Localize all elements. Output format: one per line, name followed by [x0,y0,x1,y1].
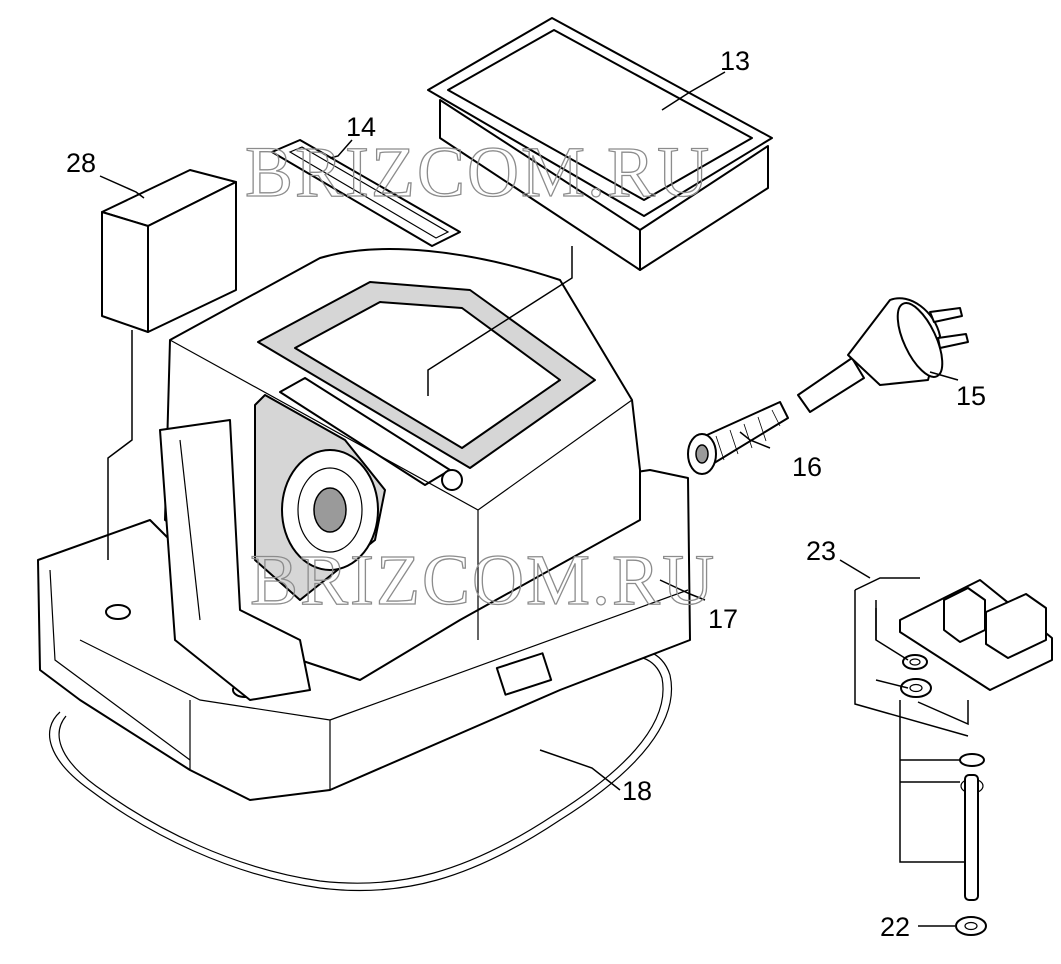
callout-13: 13 [720,46,750,76]
watermark-middle: BRIZCOM.RU [250,540,716,620]
callout-18: 18 [622,776,652,806]
callout-17: 17 [708,604,738,634]
callout-15: 15 [956,381,986,411]
gasket-part-18 [48,647,672,892]
strain-relief-part-16 [687,401,789,475]
watermark-top: BRIZCOM.RU [245,132,711,212]
callout-22: 22 [880,912,910,942]
slot-seal-part-14 [271,139,461,247]
callout-14: 14 [346,112,376,142]
washer-part-22 [918,916,987,936]
circuit-board-part-23 [854,577,1053,901]
callout-28: 28 [66,148,96,178]
main-housing [159,248,641,701]
callout-23: 23 [806,536,836,566]
foam-block-part-28 [101,169,237,560]
callout-leaders [99,71,959,791]
panel-filter-part-13 [427,17,773,396]
callout-16: 16 [792,452,822,482]
mains-plug-part-15 [797,297,969,413]
